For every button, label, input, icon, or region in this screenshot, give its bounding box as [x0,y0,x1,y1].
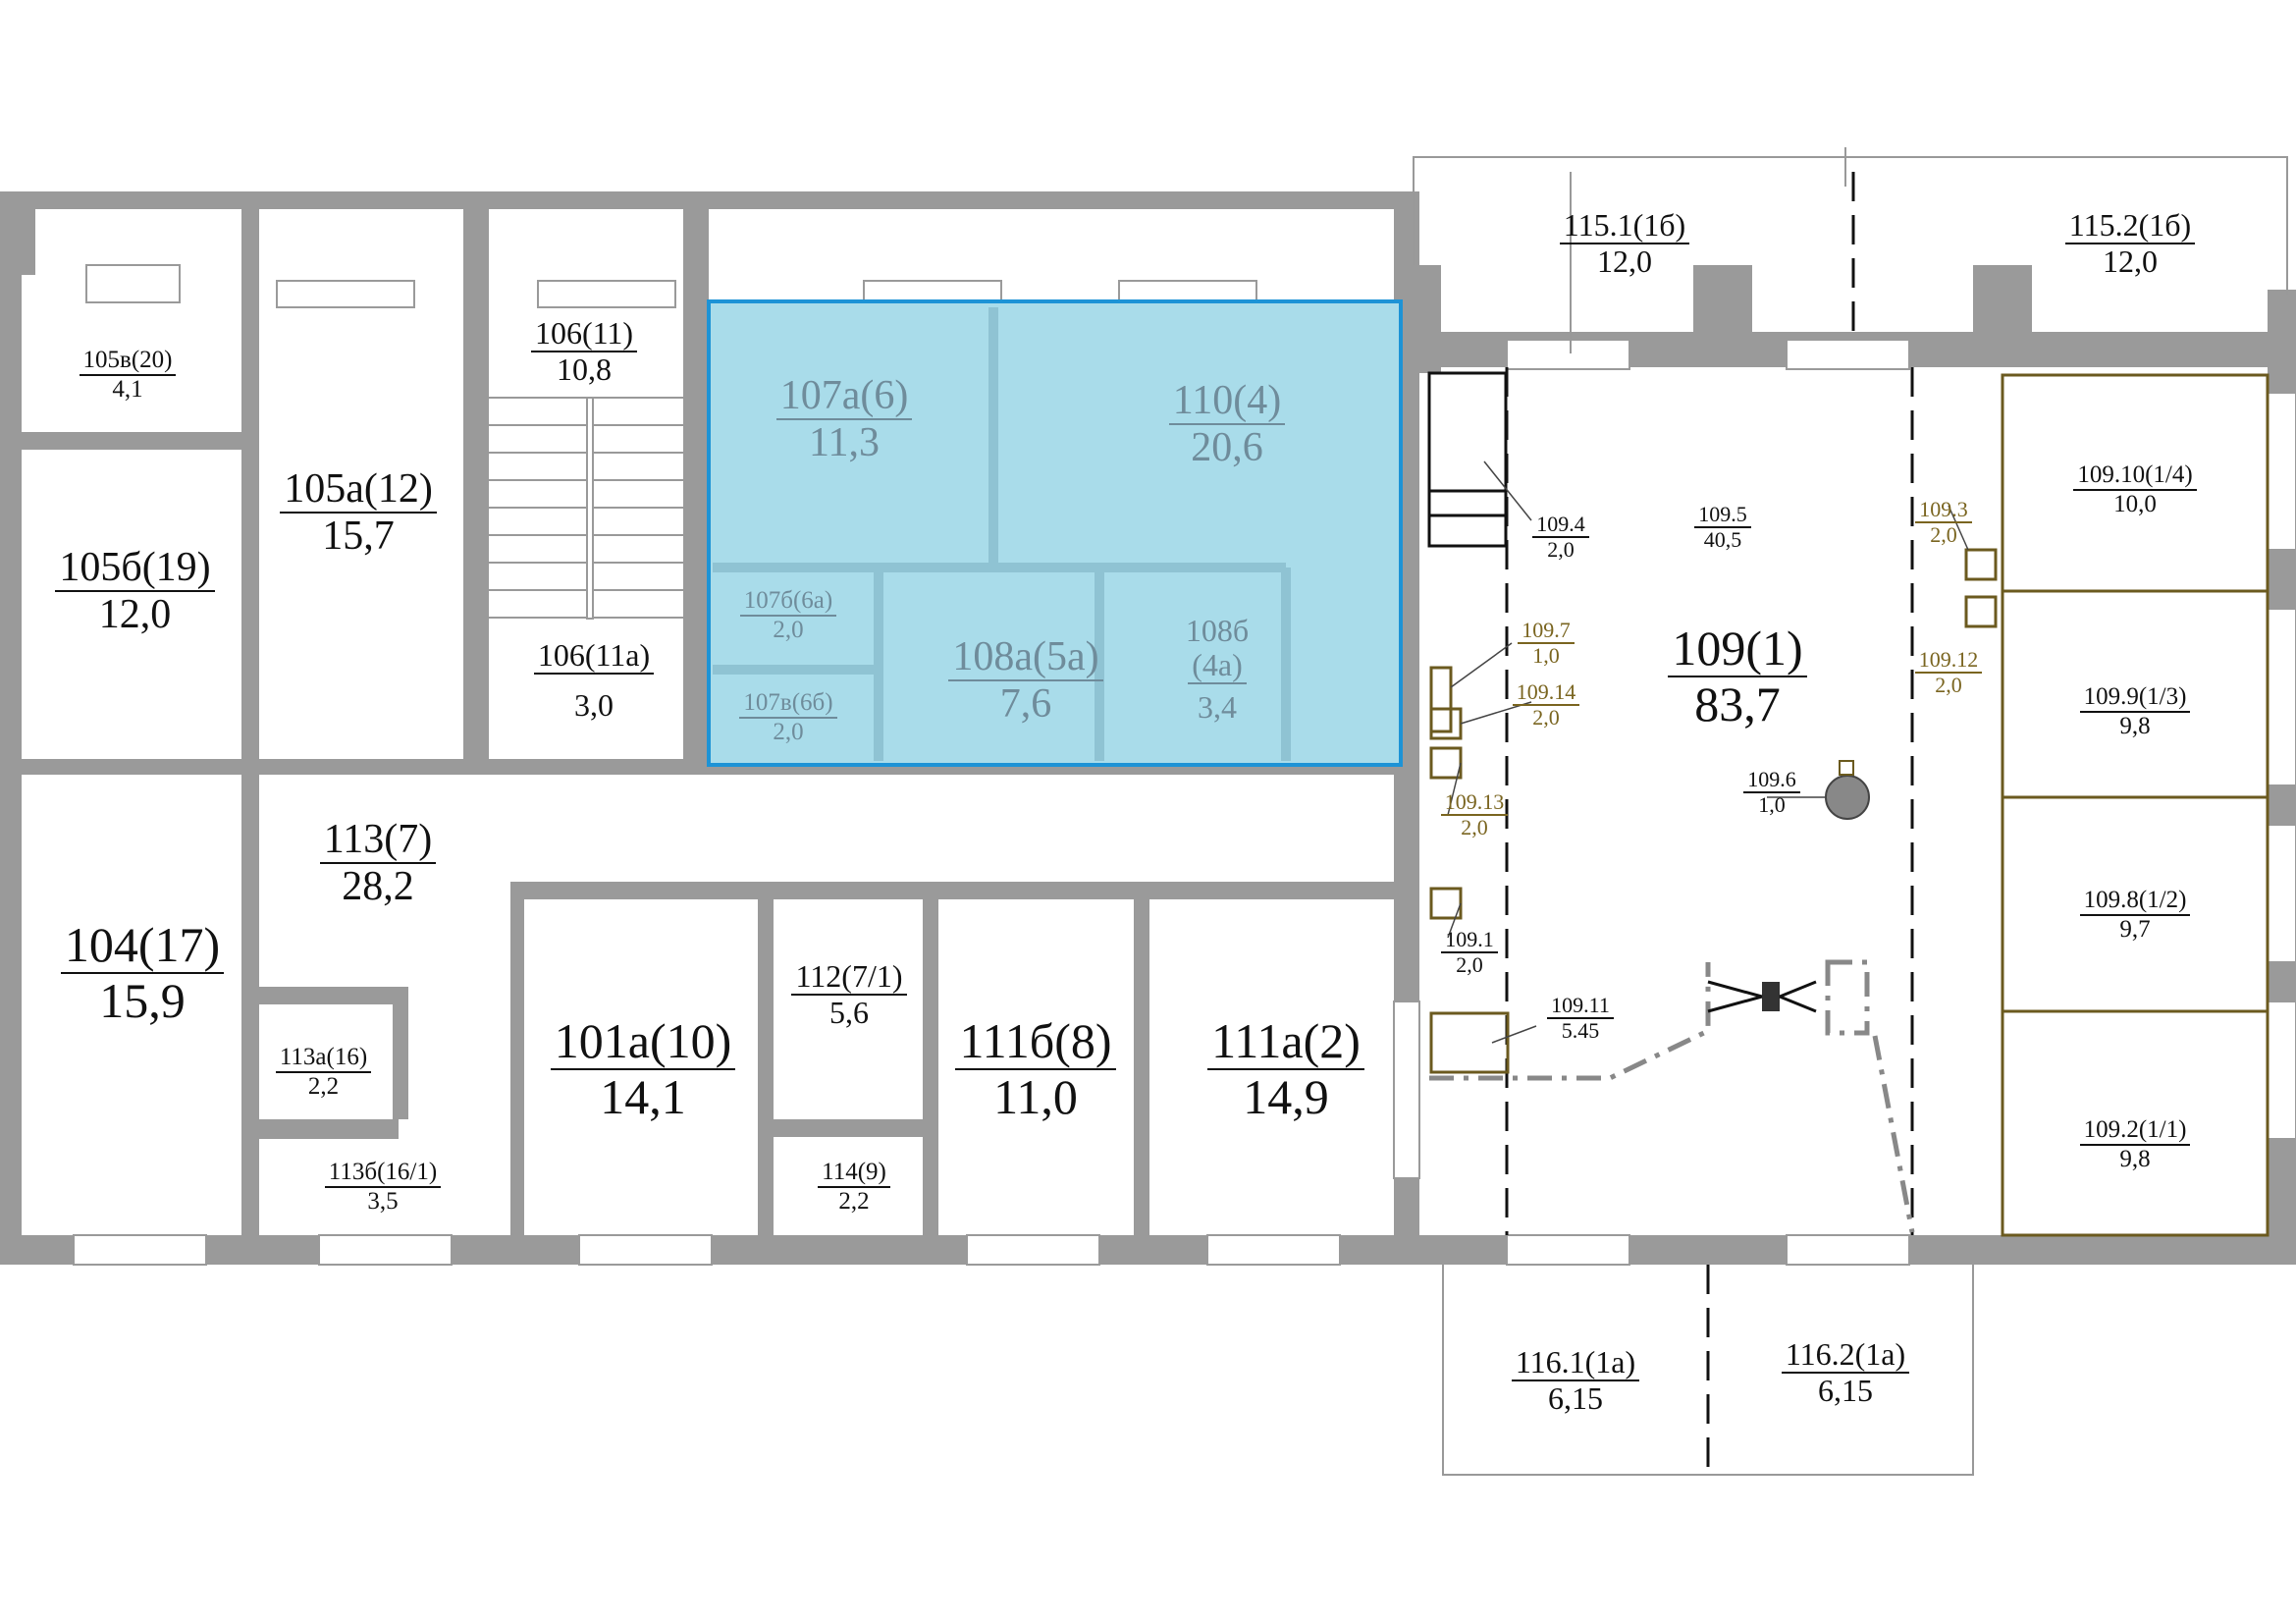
room-112: 112(7/1)5,6 [775,958,923,1030]
room-109-9: 109.9(1/3)9,8 [2052,683,2218,739]
room-105b: 105б(19)12,0 [29,545,240,637]
room-108a: 108а(5а)7,6 [913,634,1139,727]
room-107b: 107б(6а)2,0 [715,587,862,643]
room-109-8: 109.8(1/2)9,7 [2052,887,2218,943]
room-107v: 107в(6б)2,0 [715,689,862,745]
room-104: 104(17)15,9 [39,918,245,1028]
room-115-1: 115.1(1б)12,0 [1541,207,1708,279]
room-109-2: 109.2(1/1)9,8 [2052,1116,2218,1172]
room-106a: 106(11а)3,0 [491,637,697,723]
column-109-6 [1825,775,1870,820]
room-105v: 105в(20)4,1 [69,347,187,403]
room-116-1: 116.1(1а)6,15 [1492,1344,1659,1416]
room-101a: 101а(10)14,1 [535,1014,751,1124]
room-116-2: 116.2(1а)6,15 [1762,1336,1929,1408]
box-109-4 [1427,371,1508,548]
room-113a: 113а(16)2,2 [257,1044,390,1100]
room-109-10: 109.10(1/4)10,0 [2052,461,2218,517]
room-111b: 111б(8)11,0 [937,1014,1134,1124]
room-111a: 111а(2)14,9 [1178,1014,1394,1124]
windows [73,264,2296,1266]
room-107a: 107а(6)11,3 [726,373,962,465]
room-110: 110(4)20,6 [1099,378,1355,470]
highlight-inner-walls [713,307,1291,761]
mechanism [1429,959,1915,1233]
room-108b: 108б(4а)3,4 [1185,613,1250,726]
room-115-2: 115.2(1б)12,0 [2047,207,2214,279]
room-105a: 105а(12)15,7 [250,466,466,559]
room-113: 113(7)28,2 [294,817,461,909]
staircase [489,397,683,620]
room-114: 114(9)2,2 [785,1159,923,1215]
room-106: 106(11)10,8 [491,315,677,387]
annex-outlines [1413,147,2288,1476]
room-109: 109(1)83,7 [1639,622,1836,731]
room-113b: 113б(16/1)3,5 [294,1159,471,1215]
